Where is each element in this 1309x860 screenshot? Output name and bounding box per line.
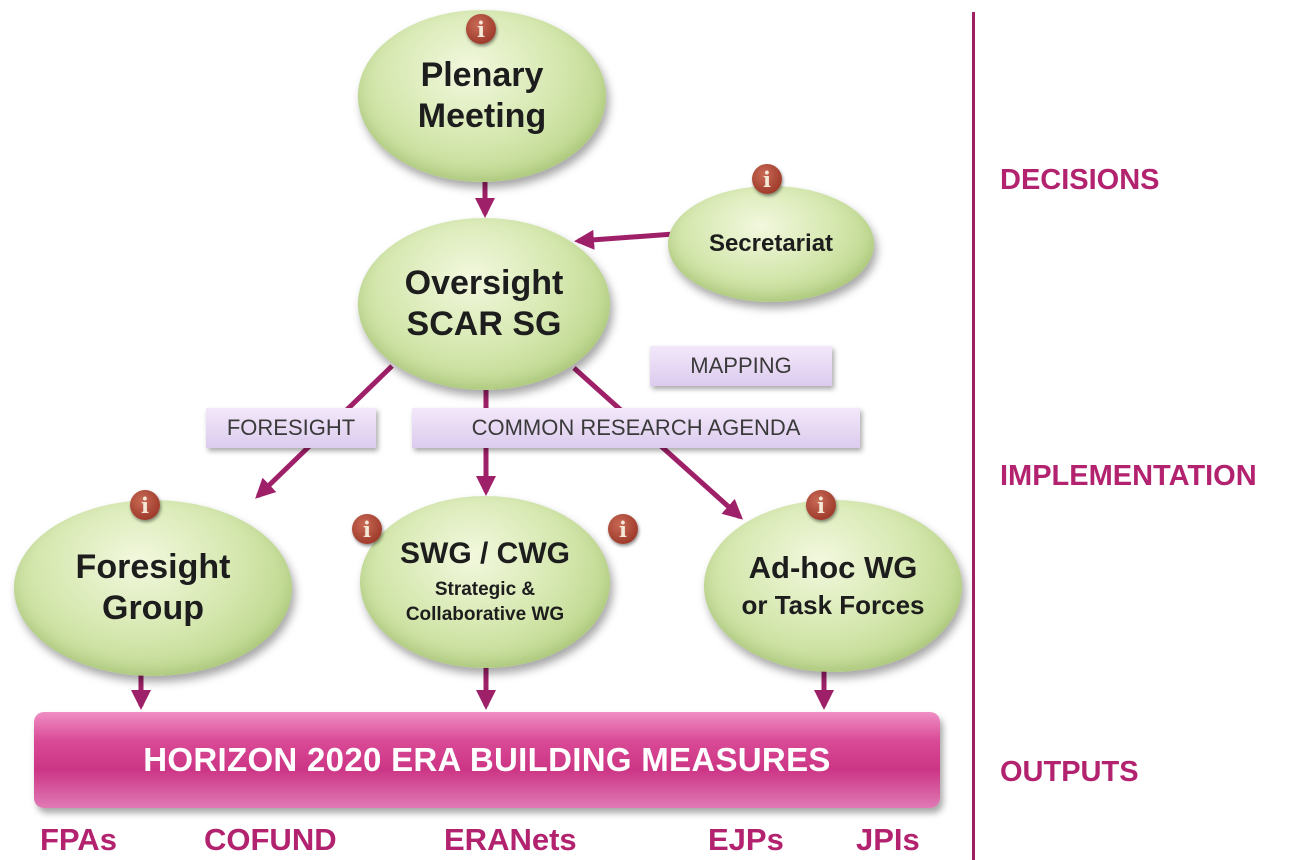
cwg-info-icon[interactable]: i: [608, 514, 638, 544]
output-ejps: EJPs: [708, 822, 784, 857]
output-cofund: COFUND: [204, 822, 337, 857]
oversight-title: Oversight SCAR SG: [404, 263, 564, 343]
foresight-label: FORESIGHT: [206, 408, 376, 448]
plenary-info-icon[interactable]: i: [466, 14, 496, 44]
outputs-label: OUTPUTS: [1000, 756, 1139, 788]
swg-cwg-node[interactable]: SWG / CWG Strategic & Collaborative WG: [360, 496, 610, 668]
adhoc-wg-node[interactable]: Ad-hoc WG or Task Forces: [704, 500, 962, 672]
adhoc-wg-title: Ad-hoc WG: [748, 549, 918, 585]
plenary-meeting-title: Plenary Meeting: [417, 55, 547, 135]
foresight-group-title: Foresight Group: [75, 547, 231, 627]
implementation-label: IMPLEMENTATION: [1000, 460, 1257, 492]
adhoc-wg-subtitle: or Task Forces: [741, 590, 925, 621]
decisions-label: DECISIONS: [1000, 164, 1160, 196]
foresight-group-node[interactable]: Foresight Group: [14, 500, 292, 676]
secretariat-info-icon[interactable]: i: [752, 164, 782, 194]
oversight-node[interactable]: Oversight SCAR SG: [358, 218, 610, 390]
adhoc-info-icon[interactable]: i: [806, 490, 836, 520]
swg-cwg-subtitle: Strategic & Collaborative WG: [405, 578, 565, 626]
swg-info-icon[interactable]: i: [352, 514, 382, 544]
output-eranets: ERANets: [444, 822, 577, 857]
output-jpis: JPIs: [856, 822, 920, 857]
secretariat-to-oversight-arrow: [574, 229, 675, 250]
foresight-group-info-icon[interactable]: i: [130, 490, 160, 520]
secretariat-title: Secretariat: [708, 230, 834, 258]
output-fpas: FPAs: [40, 822, 117, 857]
mapping-label: MAPPING: [650, 346, 832, 386]
common-research-agenda-label: COMMON RESEARCH AGENDA: [412, 408, 860, 448]
section-divider: [972, 12, 975, 860]
swg-cwg-title: SWG / CWG: [400, 537, 570, 571]
secretariat-node[interactable]: Secretariat: [668, 186, 874, 302]
horizon-2020-measures-bar: HORIZON 2020 ERA BUILDING MEASURES: [34, 712, 940, 808]
